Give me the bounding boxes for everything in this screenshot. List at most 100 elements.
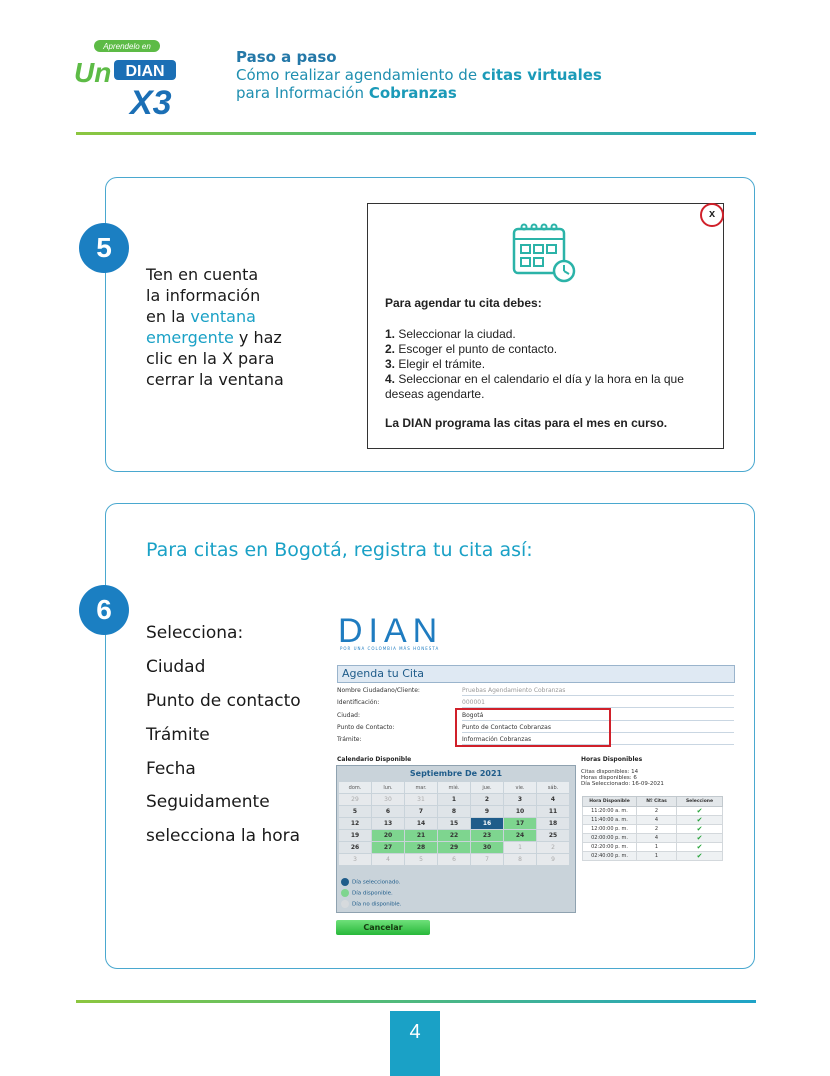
select-hora-button[interactable]: ✔ xyxy=(676,851,723,861)
calendar-label: Calendario Disponible xyxy=(337,756,412,763)
check-icon: ✔ xyxy=(696,807,703,815)
calendar-day-available[interactable]: 28 xyxy=(405,842,437,853)
select-hora-button[interactable]: ✔ xyxy=(676,806,723,816)
punto-contacto-select[interactable]: Punto de Contacto Cobranzas xyxy=(462,724,734,733)
logo-dian-text: DIAN xyxy=(125,63,164,80)
calendar-day: 25 xyxy=(537,830,569,841)
calendar-grid: dom. lun. mar. mié. jue. vie. sáb. 29 30… xyxy=(338,781,570,866)
calendar-day-available[interactable]: 22 xyxy=(438,830,470,841)
calendar-week: 5 6 7 8 9 10 11 xyxy=(339,806,569,817)
popup-close-button[interactable]: x xyxy=(700,203,724,227)
ciudad-select[interactable]: Bogotá xyxy=(462,712,734,721)
calendar-day: 13 xyxy=(372,818,404,829)
weekday: mié. xyxy=(438,782,470,793)
calendar-day-available[interactable]: 29 xyxy=(438,842,470,853)
calendar-day: 4 xyxy=(372,854,404,865)
calendar-week: 3 4 5 6 7 8 9 xyxy=(339,854,569,865)
calendar-day: 10 xyxy=(504,806,536,817)
horas-title: Horas Disponibles xyxy=(581,756,643,763)
popup-step-3-text: Elegir el trámite. xyxy=(395,357,486,371)
header-title-block: Paso a paso Cómo realizar agendamiento d… xyxy=(236,48,602,102)
hora-cell: 02:00:00 p. m. xyxy=(582,833,637,843)
hora-cell: 11:40:00 a. m. xyxy=(582,815,637,825)
calendar-day: 18 xyxy=(537,818,569,829)
step6-item: Seguidamente xyxy=(146,792,270,812)
horas-table: Hora Disponible Nº Citas Seleccione 11:2… xyxy=(582,796,723,861)
calendar-day: 8 xyxy=(504,854,536,865)
calendar-day: 7 xyxy=(471,854,503,865)
calendar-day: 14 xyxy=(405,818,437,829)
calendar-day: 3 xyxy=(504,794,536,805)
calendar-day-available[interactable]: 24 xyxy=(504,830,536,841)
select-hora-button[interactable]: ✔ xyxy=(676,842,723,852)
weekday: lun. xyxy=(372,782,404,793)
calendar-day-available[interactable]: 20 xyxy=(372,830,404,841)
tramite-select[interactable]: Información Cobranzas xyxy=(462,736,734,745)
subtitle-line2-text: para Información xyxy=(236,84,369,102)
calendar-day: 7 xyxy=(405,806,437,817)
popup-step-4: 4. Seleccionar en el calendario el día y… xyxy=(385,372,715,402)
calendar-day-available[interactable]: 21 xyxy=(405,830,437,841)
step5-line6: cerrar la ventana xyxy=(146,370,284,389)
hora-cell: 02:40:00 p. m. xyxy=(582,851,637,861)
horas-row: 02:00:00 p. m. 4 ✔ xyxy=(582,833,723,843)
step5-line5: clic en la X para xyxy=(146,349,275,368)
calendar-day: 2 xyxy=(471,794,503,805)
popup-title: Para agendar tu cita debes: xyxy=(385,296,542,310)
horas-info-line: Horas disponibles: 6 xyxy=(581,775,637,781)
footer-divider xyxy=(76,1000,756,1003)
calendar-month: Septiembre De 2021 xyxy=(409,769,503,778)
calendar-day-selected[interactable]: 16 xyxy=(471,818,503,829)
form-value-nombre: Pruebas Agendamiento Cobranzas xyxy=(462,687,734,696)
form-label-punto: Punto de Contacto: xyxy=(337,724,395,731)
citas-cell: 1 xyxy=(636,851,677,861)
step6-item: Fecha xyxy=(146,759,196,779)
calendar-day: 31 xyxy=(405,794,437,805)
horas-info-line: Día Seleccionado: 16-09-2021 xyxy=(581,781,664,787)
select-hora-button[interactable]: ✔ xyxy=(676,824,723,834)
legend-available: Día disponible. xyxy=(341,889,393,897)
step6-badge: 6 xyxy=(79,585,129,635)
step5-instructions: Ten en cuenta la información en la venta… xyxy=(146,264,316,390)
popup-step-2: 2. Escoger el punto de contacto. xyxy=(385,342,715,357)
step5-line2: la información xyxy=(146,286,261,305)
calendar-day-available[interactable]: 17 xyxy=(504,818,536,829)
calendar-day: 30 xyxy=(372,794,404,805)
header-divider xyxy=(76,132,756,135)
step5-line3: en la ventana xyxy=(146,306,316,327)
select-hora-button[interactable]: ✔ xyxy=(676,833,723,843)
calendar-weekday-row: dom. lun. mar. mié. jue. vie. sáb. xyxy=(339,782,569,793)
calendar-day: 9 xyxy=(537,854,569,865)
calendar-day: 2 xyxy=(537,842,569,853)
horas-info-line: Citas disponibles: 14 xyxy=(581,769,639,775)
cancel-button[interactable]: Cancelar xyxy=(336,920,430,935)
legend-unavailable: Día no disponible. xyxy=(341,900,401,908)
legend-unavailable-swatch xyxy=(341,900,349,908)
weekday: vie. xyxy=(504,782,536,793)
subtitle-line1-bold: citas virtuales xyxy=(481,66,602,84)
calendar-day-available[interactable]: 30 xyxy=(471,842,503,853)
form-label-tramite: Trámite: xyxy=(337,736,362,743)
calendar-day: 6 xyxy=(372,806,404,817)
check-icon: ✔ xyxy=(696,843,703,851)
select-hora-button[interactable]: ✔ xyxy=(676,815,723,825)
hora-cell: 12:00:00 p. m. xyxy=(582,824,637,834)
weekday: sáb. xyxy=(537,782,569,793)
calendar-day-available[interactable]: 23 xyxy=(471,830,503,841)
logo-aprendelo-text: Aprendelo en xyxy=(102,42,151,51)
highlight-box xyxy=(455,708,611,747)
horas-col-header: Seleccione xyxy=(676,796,723,807)
step6-item: Selecciona: xyxy=(146,623,244,643)
popup-step-1: 1. Seleccionar la ciudad. xyxy=(385,327,715,342)
agenda-title-bar: Agenda tu Cita xyxy=(337,665,735,683)
step6-title: Para citas en Bogotá, registra tu cita a… xyxy=(146,539,533,561)
citas-cell: 2 xyxy=(636,824,677,834)
logo-x3-text: X3 xyxy=(128,84,172,120)
calendar-day: 8 xyxy=(438,806,470,817)
check-icon: ✔ xyxy=(696,852,703,860)
header-subtitle-line2: para Información Cobranzas xyxy=(236,84,602,102)
subtitle-line2-bold: Cobranzas xyxy=(368,84,457,102)
calendar-day: 19 xyxy=(339,830,371,841)
calendar-day-available[interactable]: 27 xyxy=(372,842,404,853)
calendar-day: 11 xyxy=(537,806,569,817)
